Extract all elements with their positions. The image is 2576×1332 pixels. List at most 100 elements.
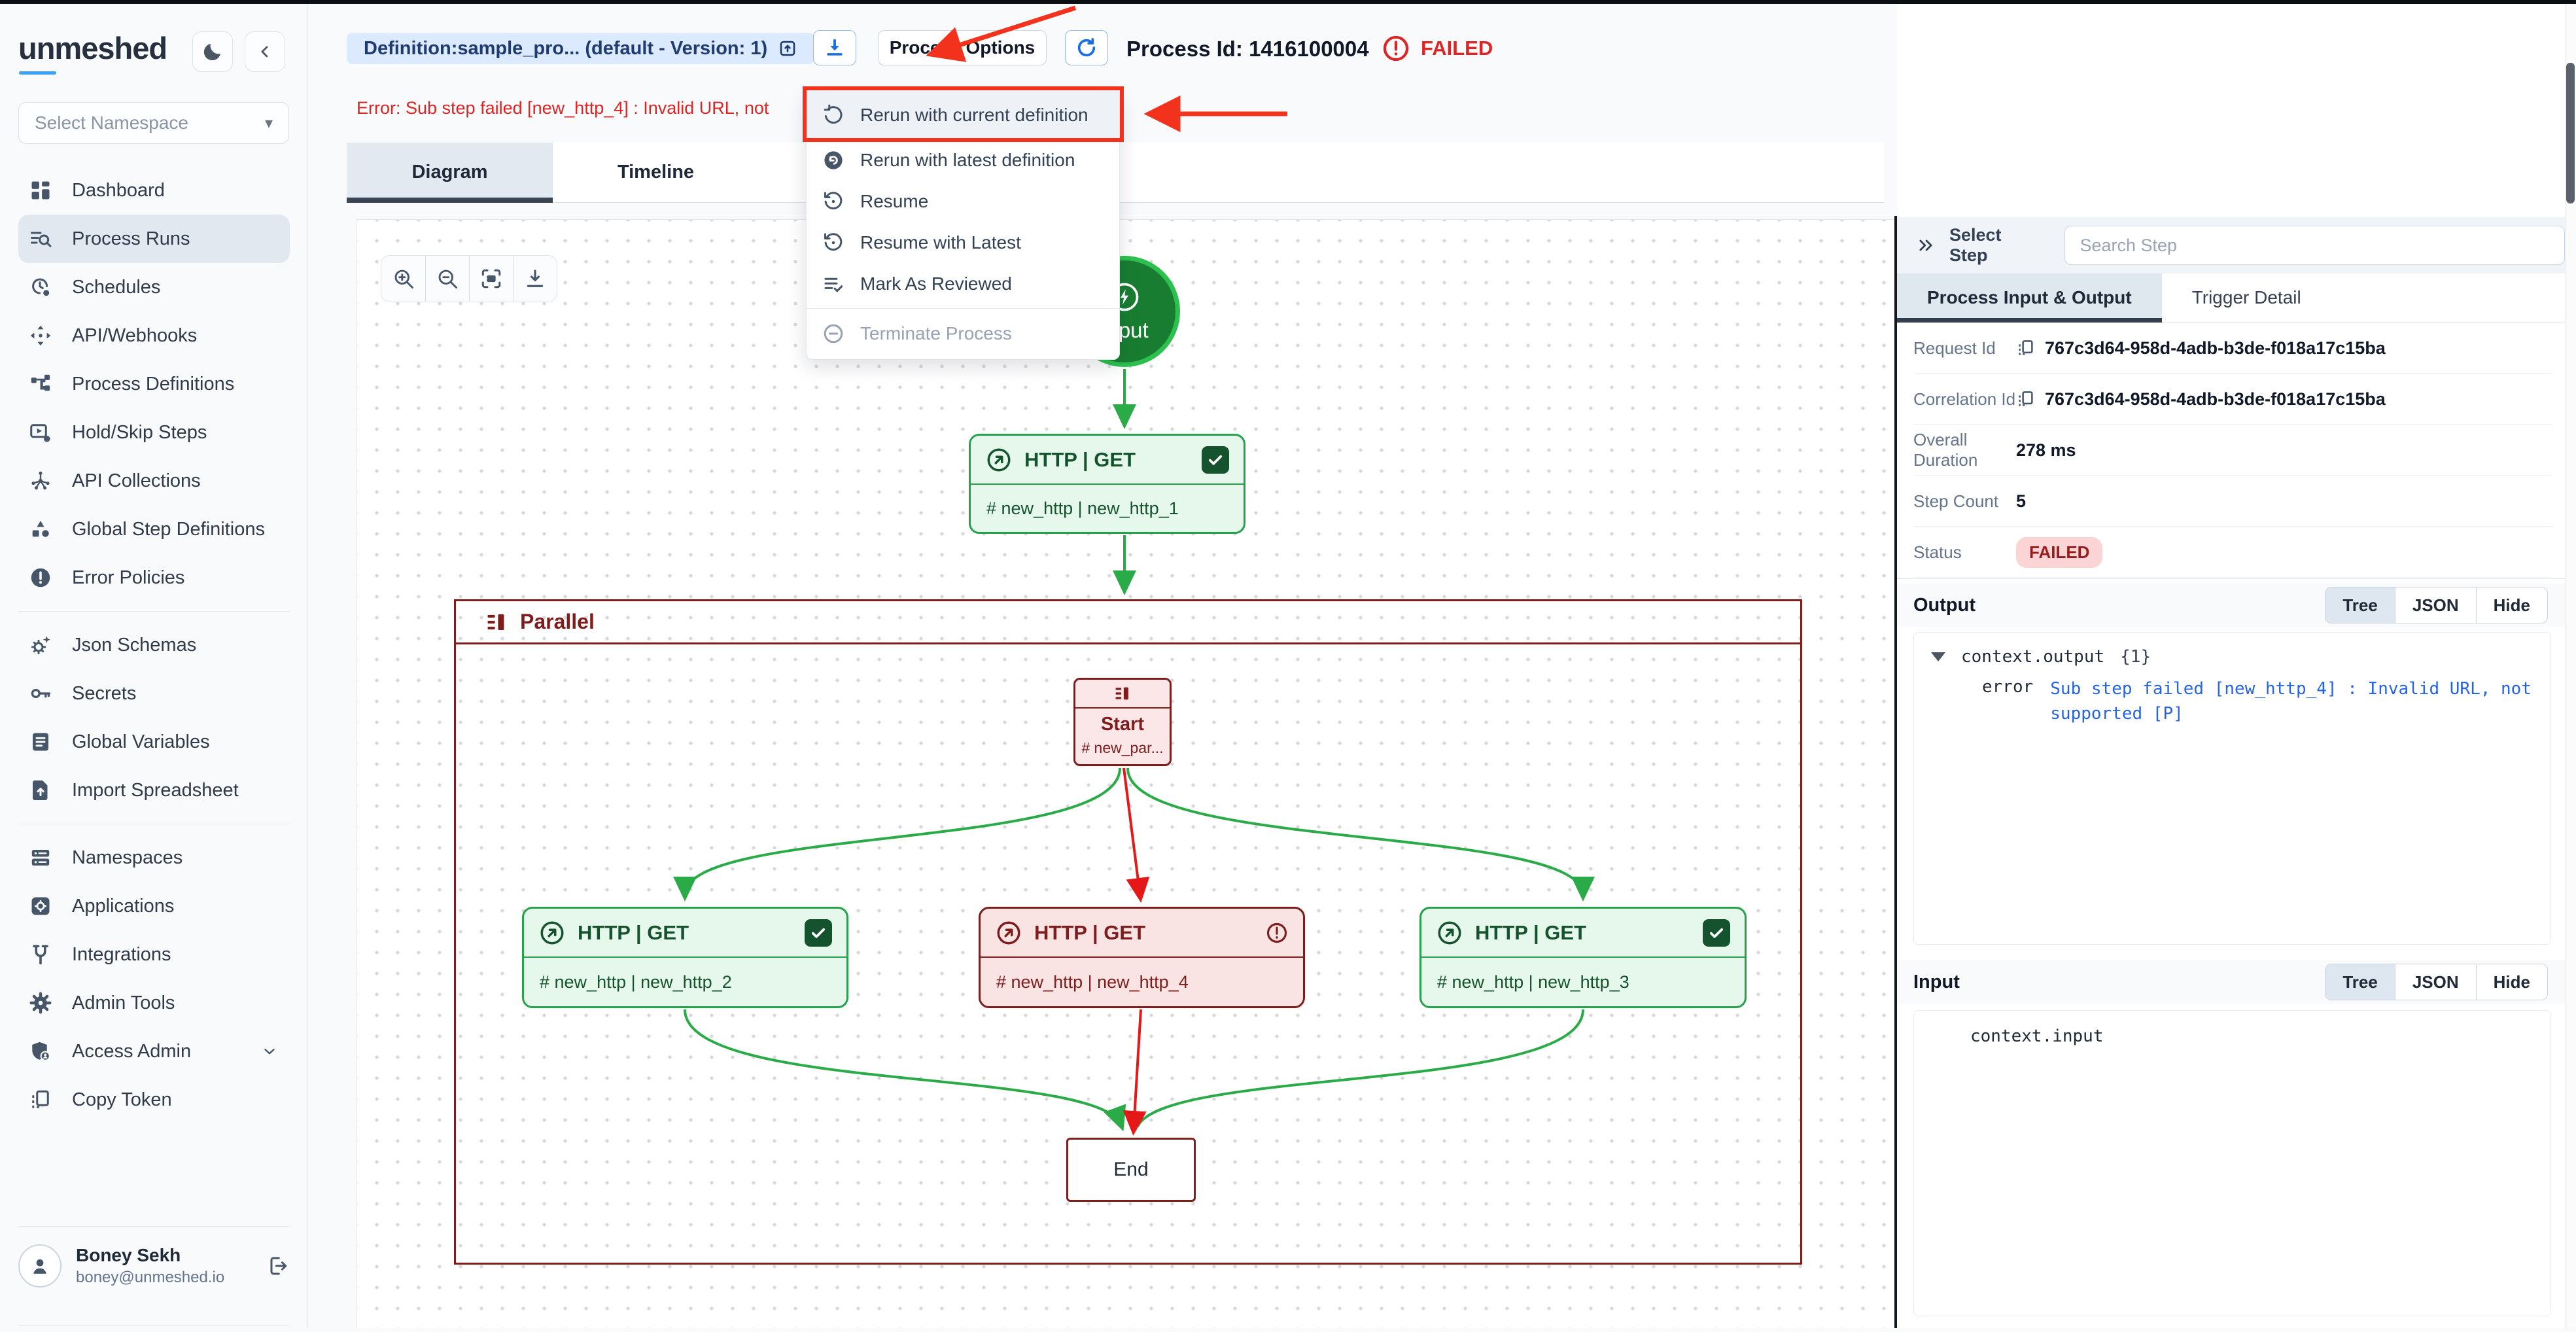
chevron-down-icon: ▾: [264, 114, 273, 132]
chevron-down-icon: [261, 1043, 278, 1060]
sidebar-item-secrets[interactable]: Secrets: [18, 669, 290, 718]
chevron-left-icon: [256, 43, 274, 61]
tree-root-key: context.output: [1961, 647, 2105, 667]
panel-divider: [1894, 216, 1897, 1328]
process-id: Process Id: 1416100004: [1126, 37, 1369, 61]
app-logo: unmeshed: [18, 31, 167, 65]
menu-item-rerun-latest[interactable]: Rerun with latest definition: [807, 139, 1119, 181]
sidebar-item-copy-token[interactable]: Copy Token: [18, 1076, 290, 1124]
json-schemas-icon: [29, 633, 52, 657]
user-profile[interactable]: Boney Sekh boney@unmeshed.io: [18, 1244, 289, 1288]
menu-item-rerun-current[interactable]: Rerun with current definition: [807, 90, 1119, 139]
double-chevron-right-icon[interactable]: [1917, 236, 1935, 254]
parallel-icon: [485, 610, 508, 634]
top-window-bar: [0, 0, 2576, 4]
input-view-tree[interactable]: Tree: [2325, 964, 2395, 1000]
sidebar-item-label: Hold/Skip Steps: [72, 421, 207, 443]
input-tree-root: context.input: [1970, 1026, 2104, 1046]
process-definitions-icon: [29, 372, 52, 396]
success-check-icon: [1202, 446, 1229, 474]
zoom-in-button[interactable]: [381, 256, 425, 302]
tab-process-input-output[interactable]: Process Input & Output: [1897, 273, 2162, 323]
diagram-edges: [673, 369, 1595, 1136]
logout-icon[interactable]: [266, 1254, 289, 1278]
node-new-http-4[interactable]: HTTP | GET # new_http | new_http_4: [979, 907, 1305, 1008]
scrollbar-thumb[interactable]: [2566, 63, 2575, 203]
menu-item-resume-latest[interactable]: Resume with Latest: [807, 222, 1119, 263]
http-icon: [1436, 919, 1463, 947]
parallel-header: Parallel: [456, 601, 1800, 644]
refresh-button[interactable]: [1065, 30, 1108, 65]
sidebar-item-import-spreadsheet[interactable]: Import Spreadsheet: [18, 766, 290, 815]
sidebar-item-integrations[interactable]: Integrations: [18, 930, 290, 979]
detail-row-correlation-id: Correlation Id 767c3d64-958d-4adb-b3de-f…: [1897, 374, 2565, 425]
tab-timeline[interactable]: Timeline: [617, 162, 695, 183]
output-view-json[interactable]: JSON: [2394, 587, 2476, 623]
menu-item-mark-reviewed[interactable]: Mark As Reviewed: [807, 263, 1119, 304]
sidebar-item-admin-tools[interactable]: Admin Tools: [18, 979, 290, 1027]
node-parallel-container[interactable]: Parallel: [454, 599, 1802, 1265]
menu-item-resume[interactable]: Resume: [807, 181, 1119, 222]
input-section-header: Input Tree JSON Hide: [1897, 960, 2565, 1004]
input-view-json[interactable]: JSON: [2394, 964, 2476, 1000]
sidebar-item-api-webhooks[interactable]: API/Webhooks: [18, 311, 290, 360]
user-name: Boney Sekh: [76, 1245, 181, 1265]
tab-trigger-detail[interactable]: Trigger Detail: [2191, 287, 2301, 307]
resume-latest-icon: [822, 232, 844, 254]
sidebar-item-schedules[interactable]: Schedules: [18, 263, 290, 311]
download-definition-button[interactable]: [813, 30, 856, 65]
namespace-select[interactable]: Select Namespace ▾: [18, 102, 289, 144]
sidebar-item-namespaces[interactable]: Namespaces: [18, 833, 290, 882]
access-admin-icon: [29, 1040, 52, 1063]
diagram-canvas[interactable]: Input HTTP | GET # new_http | new_http_1…: [357, 219, 1896, 1328]
api-webhooks-icon: [29, 324, 52, 347]
sidebar-item-label: Error Policies: [72, 567, 185, 588]
sidebar-item-access-admin[interactable]: Access Admin: [18, 1027, 290, 1076]
sidebar-item-error-policies[interactable]: Error Policies: [18, 553, 290, 602]
sidebar-item-process-runs[interactable]: Process Runs: [18, 215, 290, 263]
copy-icon[interactable]: [2016, 389, 2036, 409]
sidebar-item-label: Dashboard: [72, 179, 165, 201]
status-badge: FAILED: [1382, 34, 1493, 63]
namespace-placeholder: Select Namespace: [35, 113, 189, 133]
sidebar-collapse-button[interactable]: [245, 31, 285, 72]
zoom-out-button[interactable]: [425, 256, 469, 302]
sidebar-item-applications[interactable]: Applications: [18, 882, 290, 930]
sidebar-item-dashboard[interactable]: Dashboard: [18, 166, 290, 215]
download-diagram-button[interactable]: [513, 256, 557, 302]
theme-toggle-button[interactable]: [192, 31, 233, 72]
tab-diagram[interactable]: Diagram: [347, 143, 553, 203]
process-options-button[interactable]: Process Options: [878, 30, 1047, 65]
sidebar-item-global-variables[interactable]: Global Variables: [18, 718, 290, 766]
sidebar-item-label: Integrations: [72, 943, 171, 965]
http-icon: [995, 919, 1022, 947]
sidebar-item-hold-skip-steps[interactable]: Hold/Skip Steps: [18, 408, 290, 457]
fit-view-button[interactable]: [469, 256, 513, 302]
node-end[interactable]: End: [1066, 1138, 1196, 1202]
process-options-label: Process Options: [889, 37, 1036, 58]
api-collections-icon: [29, 469, 52, 493]
select-step-label: Select Step: [1949, 225, 2002, 265]
node-parallel-start[interactable]: Start # new_par...: [1073, 678, 1172, 766]
sidebar-item-json-schemas[interactable]: Json Schemas: [18, 621, 290, 669]
definition-button[interactable]: Definition:sample_pro... (default - Vers…: [347, 33, 815, 64]
input-view-hide[interactable]: Hide: [2475, 964, 2547, 1000]
sidebar-item-process-definitions[interactable]: Process Definitions: [18, 360, 290, 408]
namespaces-icon: [29, 846, 52, 869]
node-new-http-1[interactable]: HTTP | GET # new_http | new_http_1: [969, 434, 1245, 534]
tree-error-value: Sub step failed [new_http_4] : Invalid U…: [2050, 679, 2532, 724]
sidebar-item-global-step-definitions[interactable]: Global Step Definitions: [18, 505, 290, 553]
scrollbar[interactable]: [2565, 4, 2576, 1328]
search-step-input[interactable]: [2064, 226, 2565, 265]
output-view-hide[interactable]: Hide: [2475, 587, 2547, 623]
sidebar-item-api-collections[interactable]: API Collections: [18, 457, 290, 505]
error-policies-icon: [29, 566, 52, 589]
node-new-http-3[interactable]: HTTP | GET # new_http | new_http_3: [1419, 907, 1747, 1008]
output-tree-view: context.output {1} error Sub step failed…: [1913, 632, 2551, 945]
error-message: Error: Sub step failed [new_http_4] : In…: [357, 98, 769, 118]
output-view-tree[interactable]: Tree: [2325, 587, 2395, 623]
tree-collapse-icon[interactable]: [1931, 652, 1945, 661]
node-new-http-2[interactable]: HTTP | GET # new_http | new_http_2: [522, 907, 848, 1008]
copy-icon[interactable]: [2016, 338, 2036, 358]
menu-divider: [18, 611, 290, 612]
